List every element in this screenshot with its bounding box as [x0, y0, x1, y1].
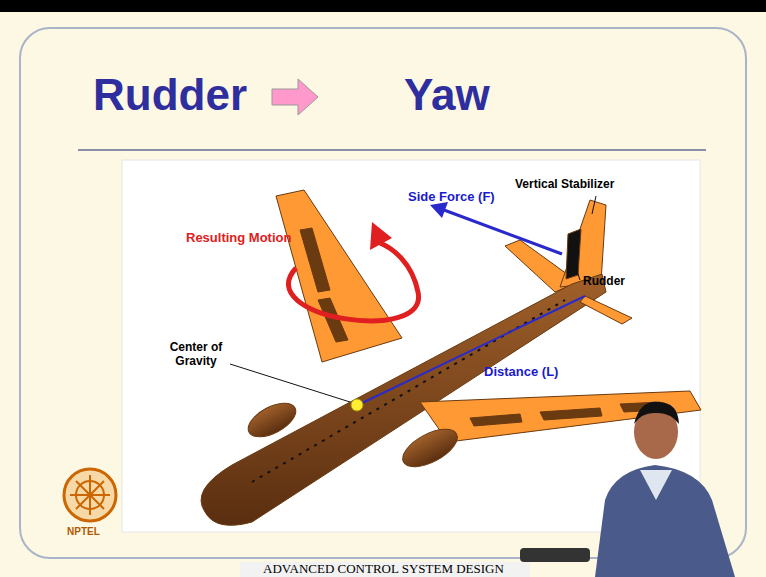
footer-text: ADVANCED CONTROL SYSTEM DESIGN — [263, 562, 504, 577]
footer-bar — [240, 562, 530, 577]
distance-line — [358, 296, 585, 405]
pink-arrow — [272, 79, 318, 115]
figure-ground — [122, 160, 700, 532]
slide-title: Yaw — [404, 70, 490, 121]
slide-title: Rudder — [93, 70, 247, 121]
title-rule — [78, 149, 706, 151]
part-label: Vertical Stabilizer — [515, 178, 614, 192]
cg-dot — [351, 399, 363, 411]
dimension-label: Distance (L) — [484, 365, 558, 380]
logo-text: NPTEL — [67, 526, 100, 538]
leader-line — [592, 196, 596, 214]
force-label: Side Force (F) — [408, 190, 495, 205]
part-label: Rudder — [583, 275, 625, 289]
slide-ground — [0, 12, 766, 577]
motion-arrow — [288, 222, 418, 321]
side-force-arrow — [430, 202, 562, 254]
presenter — [520, 402, 735, 577]
leader-line — [230, 364, 350, 402]
nptel-logo — [64, 469, 116, 521]
motion-label: Resulting Motion — [186, 231, 291, 246]
part-label: Center of Gravity — [160, 341, 232, 369]
leader-line — [576, 268, 580, 280]
